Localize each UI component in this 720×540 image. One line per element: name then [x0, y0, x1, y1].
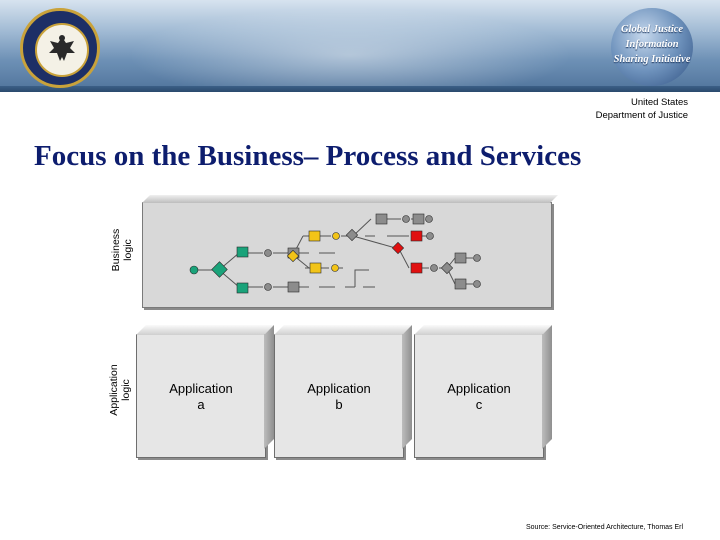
- gray-event-node-6: [430, 264, 438, 272]
- gray-event-node-5: [426, 232, 434, 240]
- department-name: United States Department of Justice: [596, 96, 688, 122]
- gray-task-node-3: [375, 213, 388, 225]
- red-task-node-1: [410, 230, 423, 242]
- application-box-c: Application c: [414, 334, 544, 458]
- gray-event-node-2: [264, 283, 272, 291]
- global-justice-logo-icon: Global Justice Information Sharing Initi…: [611, 8, 693, 86]
- red-gateway-node: [391, 241, 405, 255]
- application-b-label: Application b: [307, 381, 371, 412]
- process-flow-diagram: [189, 213, 481, 294]
- doj-seal-icon: [20, 8, 100, 88]
- business-panel-depth: [142, 195, 558, 203]
- task-node-a1: [236, 246, 249, 258]
- yellow-event-node-1: [332, 232, 340, 240]
- application-box-b: Application b: [274, 334, 404, 458]
- department-line-1: United States: [630, 97, 688, 108]
- gray-task-node-4: [412, 213, 425, 225]
- gray-event-node-1: [264, 249, 272, 257]
- split-gateway-node: [211, 261, 228, 278]
- application-c-label: Application c: [447, 381, 511, 412]
- gray-gateway-node-1: [345, 228, 359, 242]
- gray-task-node-6: [454, 278, 467, 290]
- header-banner: [0, 0, 720, 92]
- flow-connectors: [195, 218, 473, 288]
- yellow-gateway-node: [286, 249, 300, 263]
- gray-gateway-node-2: [440, 261, 454, 275]
- application-box-a: Application a: [136, 334, 266, 458]
- gray-event-node-4: [425, 215, 433, 223]
- red-task-node-2: [410, 262, 423, 274]
- slide-title: Focus on the Business– Process and Servi…: [34, 140, 582, 172]
- yellow-task-node-1: [308, 230, 321, 242]
- flow-nodes: [189, 213, 481, 294]
- end-event-node-2: [473, 280, 481, 288]
- start-event-node: [189, 265, 199, 275]
- task-node-a2: [236, 282, 249, 294]
- business-logic-panel: [142, 202, 552, 308]
- gray-event-node-3: [402, 215, 410, 223]
- source-citation: Source: Service-Oriented Architecture, T…: [526, 524, 684, 531]
- gray-task-node-2: [287, 281, 300, 293]
- department-line-2: Department of Justice: [595, 110, 688, 121]
- gray-task-node-5: [454, 252, 467, 264]
- application-logic-label: Application logic: [108, 364, 132, 416]
- banner-stripe: [0, 86, 720, 92]
- yellow-event-node-2: [331, 264, 339, 272]
- business-logic-label: Business logic: [110, 228, 134, 272]
- yellow-task-node-2: [309, 262, 322, 274]
- banner-map-shading: [90, 0, 610, 92]
- end-event-node-1: [473, 254, 481, 262]
- application-a-label: Application a: [169, 381, 233, 412]
- global-logo-text: Global Justice Information Sharing Initi…: [613, 24, 691, 65]
